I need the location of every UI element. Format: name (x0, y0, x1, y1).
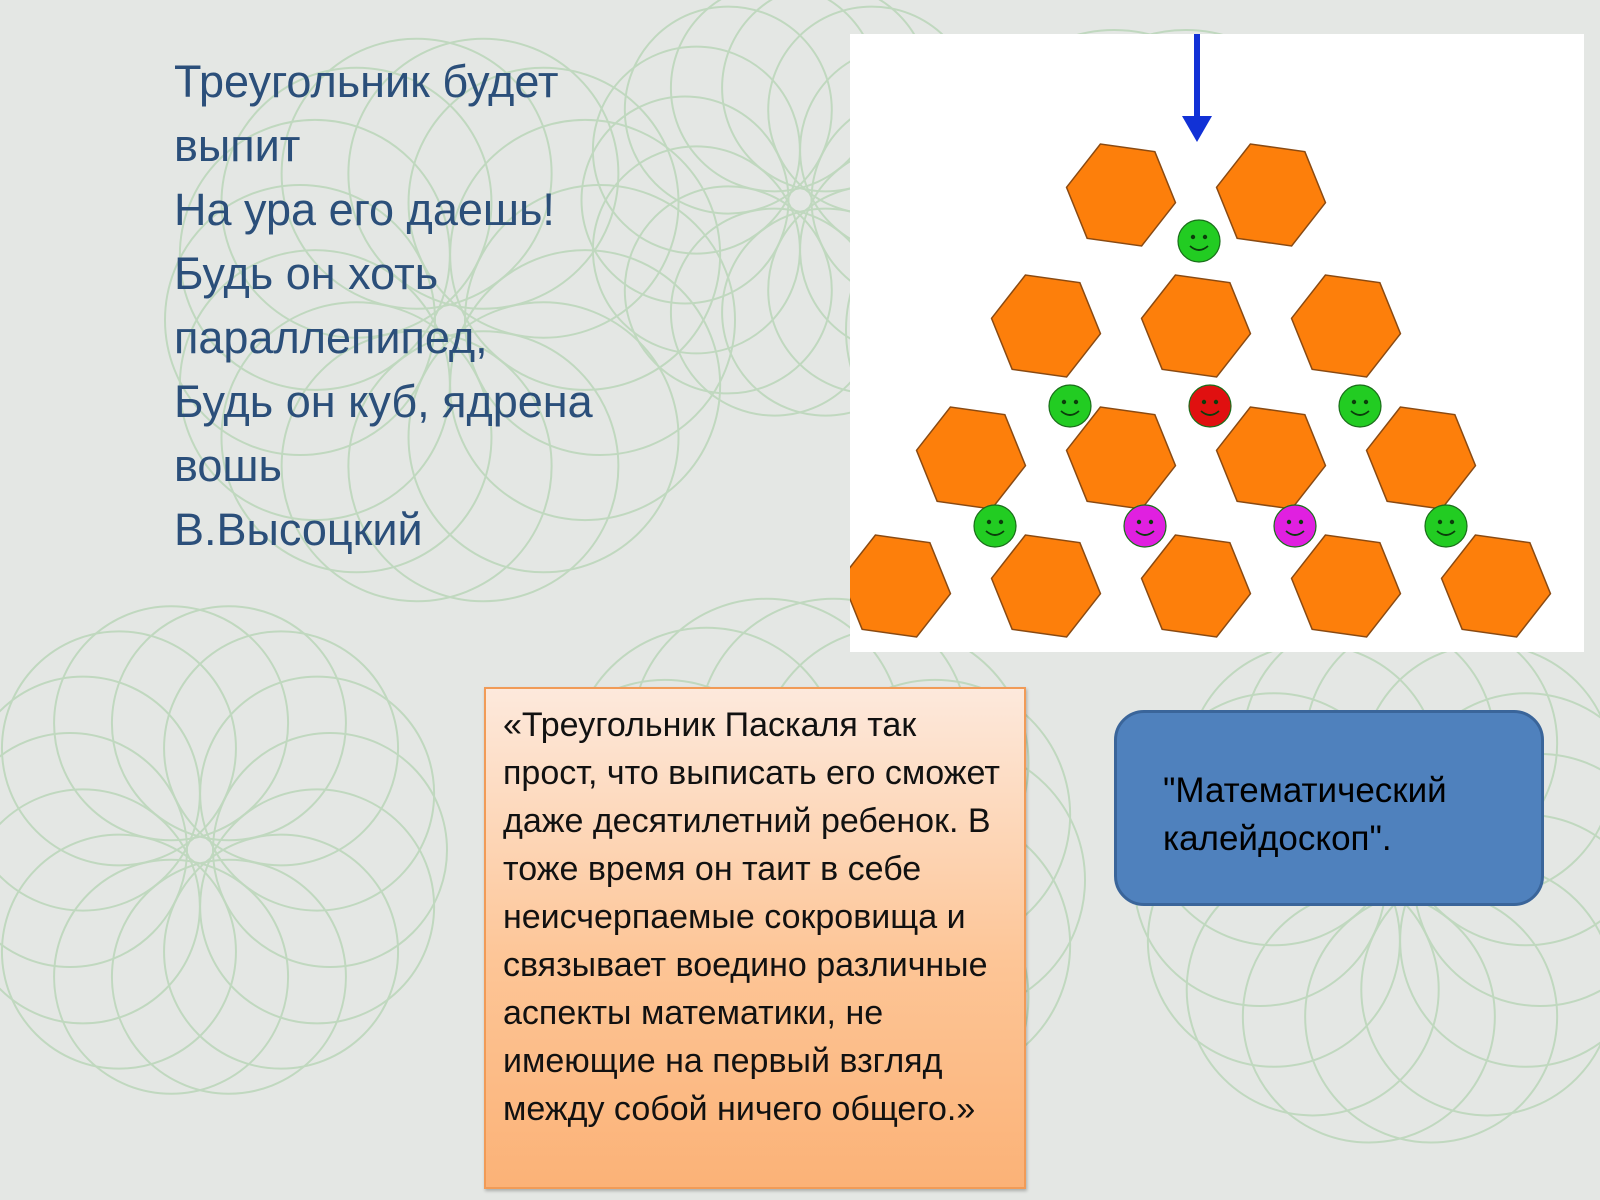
ball-eye (1363, 399, 1369, 405)
hexagon-peg (1290, 534, 1402, 638)
ball-eye (1190, 234, 1196, 240)
ball-eye (1449, 519, 1455, 525)
ball-smile (1189, 245, 1209, 251)
ball-eye (1213, 399, 1219, 405)
spiro-loop (53, 605, 290, 842)
spiro-loop (0, 630, 237, 867)
spiro-loop (1241, 889, 1496, 1144)
ball-eye (1202, 234, 1208, 240)
poem-author: В.Высоцкий (174, 504, 423, 555)
spiro-loop (347, 330, 620, 603)
quote-text: «Треугольник Паскаля так прост, что выпи… (503, 706, 1000, 1128)
ball-smile (1200, 410, 1220, 416)
spiro-loop (280, 330, 553, 603)
hexagon-peg (850, 534, 952, 638)
hexagon-peg (1215, 406, 1327, 510)
spiro-loop (0, 788, 201, 1025)
spiro-loop (178, 249, 451, 522)
spiro-loop (623, 5, 833, 215)
poem-line: параллепипед, (174, 312, 488, 363)
spiro-loop (347, 37, 620, 310)
ball-eye (1061, 399, 1067, 405)
poem-line: вошь (174, 440, 282, 491)
hexagon-peg (990, 534, 1102, 638)
hexagon-peg (1215, 143, 1327, 247)
illustration-svg (850, 34, 1552, 638)
spiro-loop (280, 37, 553, 310)
source-note-box: "Математический калейдоскоп". (1114, 710, 1544, 906)
hexagon-peg (1290, 274, 1402, 378)
ball-eye (1073, 399, 1079, 405)
green-ball (1338, 384, 1382, 428)
ball-eye (1298, 519, 1304, 525)
spiro-loop (220, 301, 493, 574)
pascal-galton-illustration (850, 34, 1584, 652)
hexagon-peg (1365, 406, 1477, 510)
poem-line: На ура его даешь! (174, 184, 555, 235)
ball-eye (1201, 399, 1207, 405)
spiro-loop (163, 833, 400, 1070)
spiro-loop (591, 145, 801, 355)
spiro-loop (0, 732, 188, 968)
spiro-loop (0, 833, 237, 1070)
hexagon-peg (915, 406, 1027, 510)
spiro-loop (164, 184, 436, 456)
source-note-text: "Математический калейдоскоп". (1163, 771, 1447, 858)
ball-smile (1436, 530, 1456, 536)
spiro-loop (199, 788, 436, 1025)
ball-eye (998, 519, 1004, 525)
green-ball (973, 504, 1017, 548)
spiro-loop (449, 118, 722, 391)
poem-line: Будь он хоть (174, 248, 439, 299)
green-ball (1424, 504, 1468, 548)
hexagon-peg (990, 274, 1102, 378)
spiro-loop (212, 732, 448, 968)
magenta-ball (1273, 504, 1317, 548)
spiro-loop (199, 675, 436, 912)
ball-smile (1350, 410, 1370, 416)
spiro-loop (623, 185, 833, 395)
ball-eye (1286, 519, 1292, 525)
spiro-loop (1304, 889, 1559, 1144)
hexagon-peg (1440, 534, 1552, 638)
red-ball (1188, 384, 1232, 428)
green-ball (1177, 219, 1221, 263)
ball-smile (985, 530, 1005, 536)
ball-eye (986, 519, 992, 525)
ball-smile (1285, 530, 1305, 536)
spiro-loop (669, 0, 879, 193)
pascal-quote-box: «Треугольник Паскаля так прост, что выпи… (484, 687, 1026, 1189)
ball-smile (1135, 530, 1155, 536)
spiro-loop (580, 95, 790, 305)
magenta-ball (1123, 504, 1167, 548)
hexagon-peg (1065, 143, 1177, 247)
ball-eye (1148, 519, 1154, 525)
ball-smile (1060, 410, 1080, 416)
poem-text: Треугольник будет выпит На ура его даешь… (174, 50, 654, 562)
ball-eye (1136, 519, 1142, 525)
spiro-loop (220, 66, 493, 339)
spiro-loop (110, 605, 347, 842)
poem-line: Треугольник будет (174, 56, 559, 107)
spiro-loop (407, 66, 680, 339)
spiro-loop (407, 301, 680, 574)
green-ball (1048, 384, 1092, 428)
spiro-loop (163, 630, 400, 867)
hexagon-peg (1140, 274, 1252, 378)
ball-eye (1351, 399, 1357, 405)
spiro-loop (110, 858, 347, 1095)
ball-eye (1437, 519, 1443, 525)
spiro-loop (53, 858, 290, 1095)
poem-line: выпит (174, 120, 301, 171)
drop-arrow-head (1182, 116, 1212, 142)
poem-line: Будь он куб, ядрена (174, 376, 593, 427)
hexagon-peg (1140, 534, 1252, 638)
